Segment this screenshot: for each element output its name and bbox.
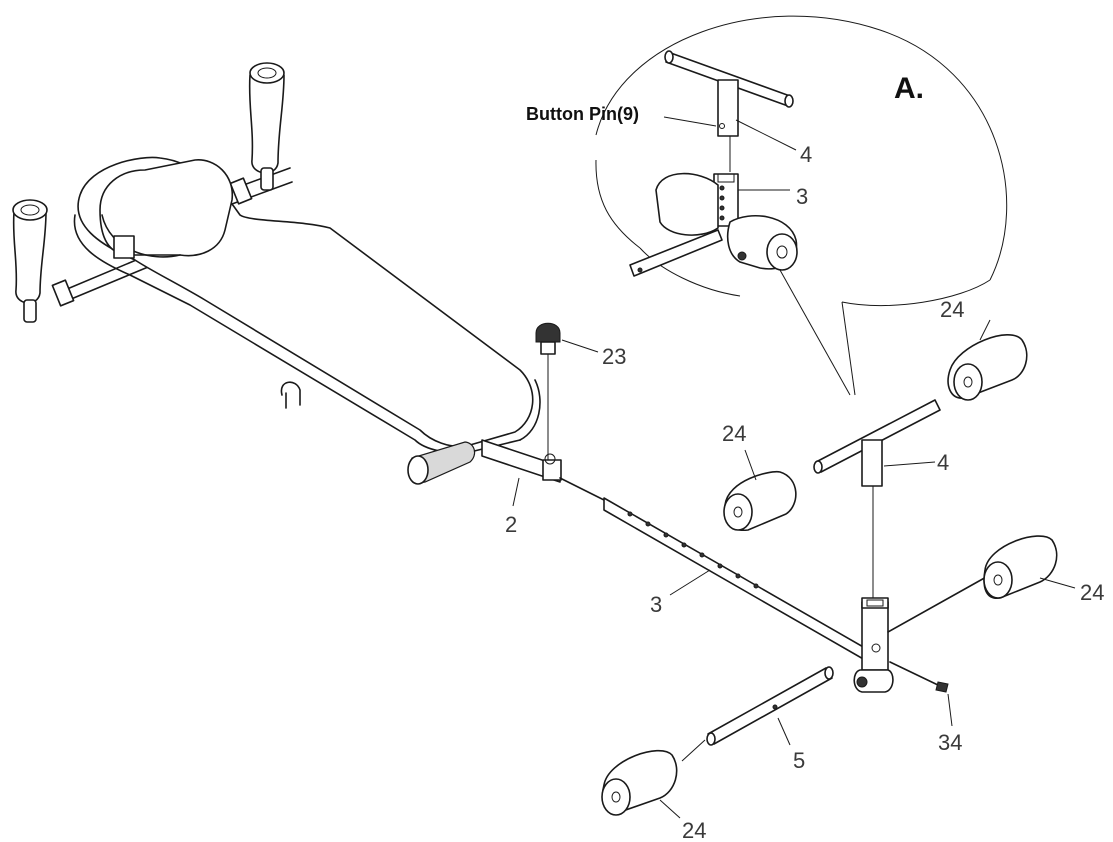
roller-top	[947, 334, 1028, 401]
detail-title: A.	[894, 72, 924, 105]
foot-assembly	[853, 575, 989, 693]
right-handle-grip	[248, 62, 285, 191]
label-24-right: 24	[1080, 580, 1104, 605]
label-4: 4	[937, 450, 949, 475]
button-pin-label: Button Pin(9)	[526, 104, 639, 124]
roller-left	[723, 470, 797, 531]
label-24-bottom: 24	[682, 818, 706, 842]
label-3: 3	[650, 592, 662, 617]
roller-bottom	[601, 749, 678, 816]
bench	[12, 62, 541, 485]
detail-label-4: 4	[800, 142, 812, 167]
base-tube	[481, 439, 605, 507]
knob-23	[535, 322, 599, 460]
t-bar	[813, 399, 941, 598]
head-roll	[99, 159, 233, 259]
label-24-left: 24	[722, 421, 746, 446]
label-5: 5	[793, 748, 805, 773]
left-handle-grip	[12, 199, 48, 323]
front-knob	[407, 441, 476, 485]
label-34: 34	[938, 730, 962, 755]
label-2: 2	[505, 512, 517, 537]
label-24-top: 24	[940, 297, 964, 322]
detail-label-3: 3	[796, 184, 808, 209]
roller-right	[983, 535, 1058, 599]
short-tube	[681, 666, 834, 762]
label-23: 23	[602, 344, 626, 369]
detail-a	[595, 15, 1008, 396]
bolt-34	[935, 681, 949, 693]
